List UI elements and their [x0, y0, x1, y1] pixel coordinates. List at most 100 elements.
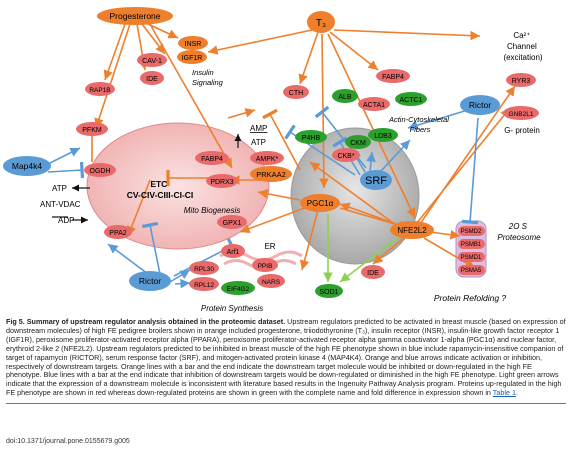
proteosome-line1: 2O S — [508, 222, 528, 231]
ldb3-node — [368, 128, 398, 142]
etc-label: ETC CV-CIV-CIII-CI-CI — [127, 179, 194, 200]
eif4g2-label: EIF4G2 — [227, 286, 250, 293]
insr-node — [178, 36, 208, 50]
ca-channel-label: Ca²⁺ Channel (excitation) — [503, 31, 542, 62]
regulator-diagram: Progesterone T₃ INSR IGF1R CAV-1 IDE Ins… — [3, 7, 543, 313]
ryr3-node — [506, 73, 536, 87]
caption-divider — [6, 403, 566, 404]
alb-node — [332, 89, 358, 103]
actin-fibers-label: Actin-Cytoskeletal Fibers — [388, 115, 451, 134]
cth-label: CTH — [289, 90, 303, 97]
pfkm-node — [76, 122, 108, 136]
actc1-node — [395, 92, 427, 106]
rpl12-node — [189, 277, 219, 291]
rictor-bottom-node — [129, 271, 171, 291]
ogdh-node — [84, 163, 116, 177]
pgc1a-node — [300, 194, 340, 212]
ppa2-label: PPA2 — [109, 230, 126, 237]
ldb3-label: LDB3 — [374, 133, 392, 140]
protein-synthesis-label: Protein Synthesis — [201, 304, 263, 313]
pgc1a-label: PGC1α — [307, 199, 334, 208]
adp-label: ADP — [58, 216, 74, 225]
fabp4-mid-label: FABP4 — [201, 156, 223, 163]
progesterone-label: Progesterone — [109, 11, 160, 21]
ca-channel-line2: Channel — [507, 42, 537, 51]
rpl12-label: RPL12 — [194, 282, 214, 289]
ckm-label: CKM — [350, 140, 366, 147]
rictor-bottom-label: Rictor — [139, 276, 161, 286]
nfe2l2-node — [390, 221, 434, 239]
cth-node — [283, 85, 309, 99]
ide-top-node — [140, 71, 164, 85]
rap1b-label: RAP1B — [89, 87, 110, 94]
ca-channel-line1: Ca²⁺ — [513, 31, 530, 40]
doi-text: doi:10.1371/journal.pone.0155679.g005 — [6, 438, 130, 445]
t3-node — [307, 11, 335, 33]
ide-bottom-node — [361, 265, 385, 279]
eif4g2-node — [221, 281, 255, 295]
ppib-label: PPIB — [258, 263, 273, 270]
rap1b-node — [85, 82, 115, 96]
rpl30-label: RPL30 — [194, 266, 214, 273]
prkaa2-label: PRKAA2 — [256, 170, 286, 179]
psma5-node — [458, 265, 485, 275]
gpx1-node — [217, 215, 247, 229]
actc1-label: ACTC1 — [400, 97, 423, 104]
table-1-link[interactable]: Table 1 — [492, 388, 516, 398]
rictor-top-label: Rictor — [469, 100, 491, 110]
psmd2-label: PSMD2 — [461, 229, 482, 235]
atp-left-label: ATP — [52, 184, 67, 193]
gnb2l1-label: GNB2L1 — [509, 111, 534, 118]
mito-biogenesis-label: Mito Biogenesis — [184, 206, 240, 215]
protein-refolding-label: Protein Refolding ? — [434, 293, 507, 303]
ppa2-node — [104, 225, 132, 239]
er-label: ER — [264, 242, 275, 251]
psmb1-label: PSMB1 — [461, 242, 482, 248]
amp-label: AMP — [250, 124, 267, 133]
ppib-node — [252, 258, 278, 272]
caption-title: Fig 5. Summary of upstream regulator ana… — [6, 317, 286, 326]
gnb2l1-node — [503, 106, 539, 120]
sod1-label: SOD1 — [319, 289, 338, 296]
map4k4-node — [3, 156, 51, 176]
pdrx3-node — [206, 174, 238, 188]
arf1-label: Arf1 — [227, 249, 240, 256]
igf1r-label: IGF1R — [182, 55, 203, 62]
etc-line1: ETC — [150, 179, 167, 189]
proteosome-line2: Proteosome — [497, 233, 541, 242]
alb-label: ALB — [338, 94, 352, 101]
nfe2l2-label: NFE2L2 — [397, 226, 427, 235]
insulin-signaling-label: Insulin Signaling — [192, 68, 224, 87]
nars-node — [257, 274, 285, 288]
psmd1-node — [458, 252, 485, 262]
p4hb-node — [295, 130, 327, 144]
progesterone-node — [97, 7, 173, 25]
etc-line2: CV-CIV-CIII-CI-CI — [127, 190, 194, 200]
ca-channel-line3: (excitation) — [503, 53, 542, 62]
rictor-top-node — [460, 95, 500, 115]
srf-label: SRF — [365, 175, 387, 187]
fabp4-top-node — [376, 69, 410, 83]
caption-end: . — [515, 388, 518, 398]
insulin-signaling-line2: Signaling — [192, 78, 224, 87]
ckm-node — [345, 135, 371, 149]
igf1r-node — [177, 50, 207, 64]
pdrx3-label: PDRX3 — [210, 179, 233, 186]
ide-bottom-label: IDE — [367, 270, 379, 277]
ogdh-label: OGDH — [90, 168, 111, 175]
srf-node — [360, 170, 392, 190]
fabp4-mid-node — [195, 151, 229, 165]
ant-vdac-label: ANT-VDAC — [40, 200, 81, 209]
psma5-label: PSMA5 — [461, 268, 482, 274]
prkaa2-node — [250, 166, 292, 182]
psmd1-label: PSMD1 — [461, 255, 482, 261]
pfkm-label: PFKM — [82, 127, 102, 134]
fabp4-top-label: FABP4 — [382, 74, 404, 81]
figure-caption: Fig 5. Summary of upstream regulator ana… — [6, 317, 566, 398]
ryr3-label: RYR3 — [512, 78, 531, 85]
ide-top-label: IDE — [146, 76, 158, 83]
arf1-node — [221, 244, 245, 258]
ckb-label: CKB* — [337, 153, 354, 160]
t3-label: T₃ — [316, 18, 326, 29]
proteosome-label: 2O S Proteosome — [497, 222, 541, 242]
